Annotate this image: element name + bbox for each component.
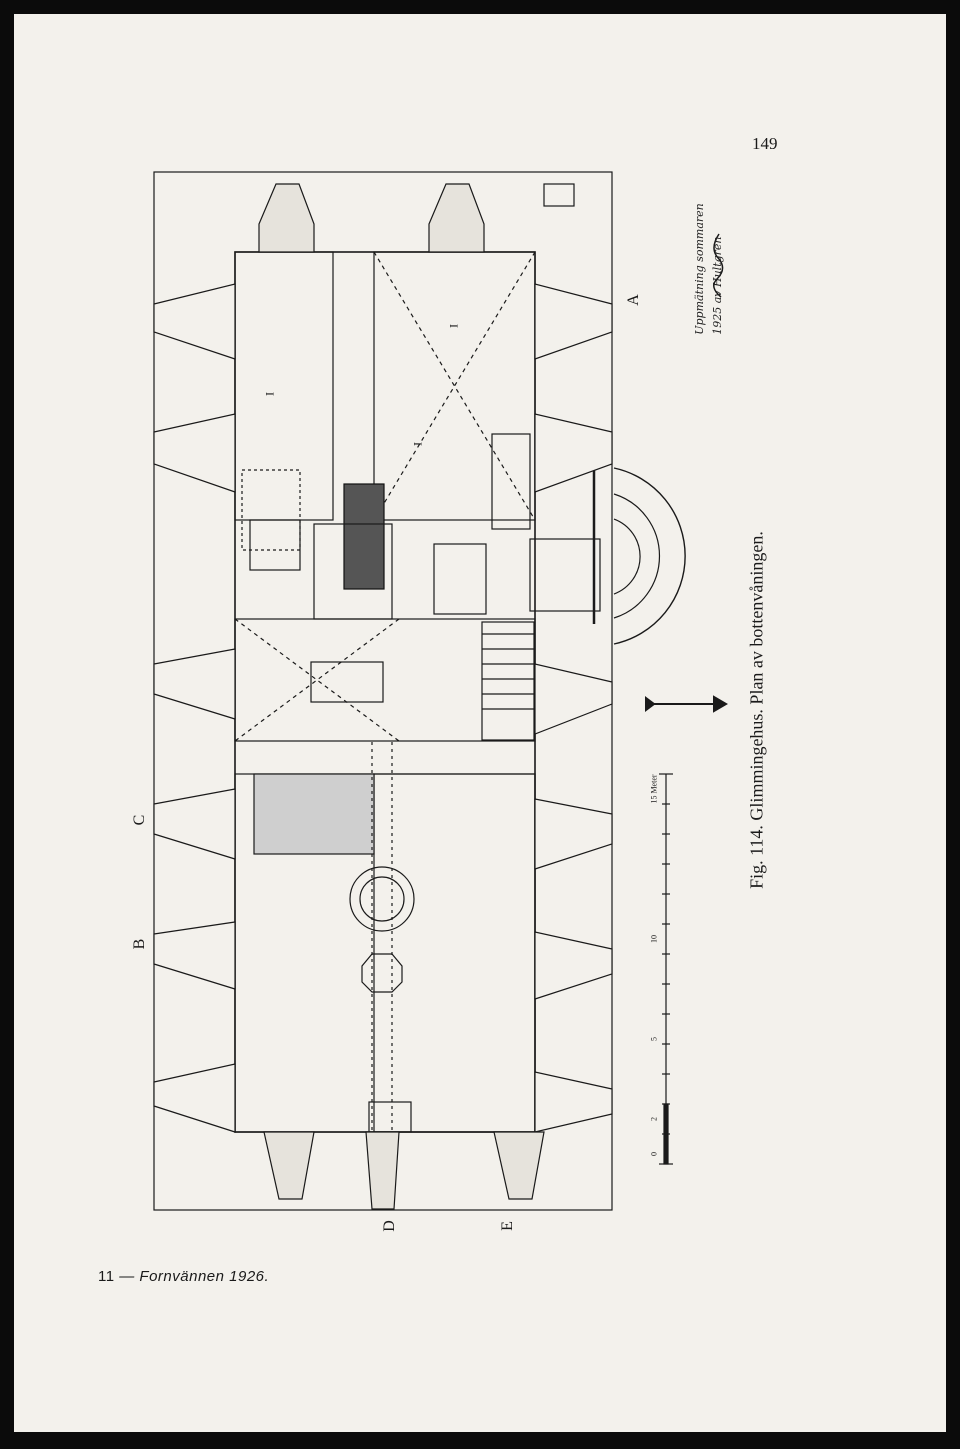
section-label-d: D (381, 1220, 398, 1232)
north-arrow-icon (645, 695, 728, 713)
room-mark-3: I (410, 442, 425, 446)
scale-tick-0: 0 (649, 1152, 659, 1156)
signature-mark (713, 233, 724, 298)
room-upper-left (234, 251, 334, 521)
building-outline (234, 251, 536, 1133)
page-number: 149 (752, 134, 778, 153)
figure-caption-wrap: Fig. 114. Glimmingehus. Plan av bottenvå… (744, 500, 770, 920)
floor-plan-drawing (153, 171, 728, 1211)
section-label-c: C (131, 814, 148, 826)
room-mark-1: I (262, 392, 277, 396)
section-label-e: E (499, 1221, 516, 1231)
survey-note: Uppmätning sommaren 1925 av Hultgren (682, 194, 736, 344)
figure-caption: Fig. 114. Glimmingehus. Plan av bottenvå… (746, 531, 767, 889)
section-label-b: B (131, 938, 148, 950)
footer-dash: — (114, 1268, 140, 1285)
scale-tick-10: 10 (649, 935, 659, 943)
footer-signature-number: 11 (98, 1268, 115, 1285)
survey-note-line-1: Uppmätning sommaren (693, 203, 706, 335)
section-label-a: A (625, 294, 642, 306)
scale-tick-15: 15 Meter (649, 774, 659, 804)
scale-bar (659, 773, 673, 1165)
footer-journal: Fornvännen 1926. (139, 1268, 270, 1285)
room-middle (234, 618, 536, 742)
room-mark-2: I (446, 324, 461, 328)
page-footer: 11 — Fornvännen 1926. (98, 1268, 269, 1285)
scale-tick-2: 2 (649, 1117, 659, 1121)
survey-note-line-2: 1925 av Hultgren (711, 236, 724, 335)
document-page: 149 (14, 14, 946, 1432)
scale-tick-5: 5 (649, 1037, 659, 1041)
